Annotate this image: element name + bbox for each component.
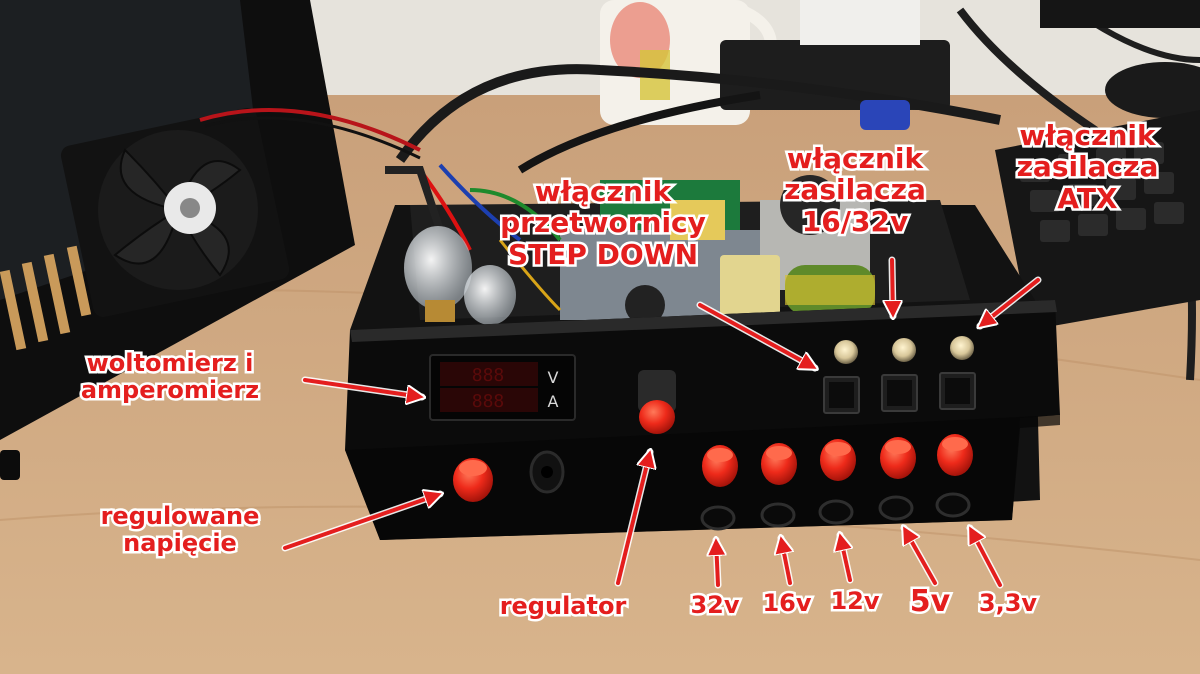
- label-step-down-line3: STEP DOWN: [505, 236, 700, 273]
- mug: [600, 0, 778, 125]
- terminal-12v[interactable]: [818, 439, 856, 525]
- label-16v: 16v: [752, 587, 822, 619]
- arrow-16-32v: [892, 258, 893, 316]
- switch-step-down[interactable]: [823, 376, 860, 414]
- label-16-32v-line3: 16/32v: [799, 203, 910, 240]
- label-32v-text: 32v: [688, 589, 742, 621]
- label-12v-text: 12v: [828, 585, 882, 617]
- label-atx-line3: ATX: [1055, 180, 1120, 217]
- label-step-down-line2: przetwornicy: [498, 204, 709, 241]
- label-12v: 12v: [820, 585, 890, 617]
- cooling-fan: [60, 107, 290, 318]
- arrow-atx: [980, 278, 1040, 326]
- regulator-knob[interactable]: [638, 370, 676, 434]
- label-meter-line1: woltomierz i: [84, 347, 256, 379]
- terminal-32v[interactable]: [700, 445, 738, 531]
- arrow-12v: [840, 535, 850, 582]
- svg-text:888: 888: [472, 391, 505, 412]
- svg-text:888: 888: [472, 365, 505, 386]
- router: [720, 40, 950, 110]
- label-regulator: regulator: [478, 590, 648, 622]
- indicator-leds: [834, 336, 974, 364]
- label-step-down-switch: włącznik przetwornicy STEP DOWN: [468, 173, 738, 273]
- keyboard: [995, 110, 1200, 330]
- label-16-32v-switch: włącznik zasilacza 16/32v: [765, 140, 945, 240]
- label-3-3v-text: 3,3v: [976, 587, 1039, 619]
- label-16-32v-line2: zasilacza: [782, 171, 929, 208]
- label-16-32v-line1: włącznik: [784, 140, 925, 177]
- label-5v-text: 5v: [907, 582, 952, 620]
- label-regulator-text: regulator: [497, 590, 629, 622]
- adjustable-output-terminals[interactable]: [453, 450, 565, 502]
- arrow-step-down: [698, 303, 815, 368]
- label-meter-line2: amperomierz: [78, 374, 261, 406]
- arrow-adjustable: [283, 494, 440, 550]
- label-atx-switch: włącznik zasilacza ATX: [990, 117, 1185, 217]
- arrow-3-3v: [970, 528, 1002, 587]
- terminal-5v[interactable]: [878, 437, 916, 521]
- label-volt-amp-meter: woltomierz i amperomierz: [45, 347, 295, 406]
- label-adjustable-line1: regulowane: [98, 500, 262, 532]
- monitor: [1040, 0, 1200, 28]
- arrow-regulator: [616, 452, 650, 585]
- label-5v: 5v: [900, 582, 960, 620]
- label-32v: 32v: [680, 589, 750, 621]
- arrow-meter: [303, 378, 422, 397]
- label-16v-text: 16v: [760, 587, 814, 619]
- volt-amp-meter: 888 888 V A: [429, 354, 576, 421]
- arrow-5v: [904, 528, 937, 585]
- label-adjustable-voltage: regulowane napięcie: [70, 500, 290, 559]
- arrow-32v: [716, 540, 718, 587]
- label-adjustable-line2: napięcie: [121, 527, 240, 559]
- label-atx-line2: zasilacza: [1014, 148, 1161, 185]
- terminal-16v[interactable]: [760, 443, 797, 528]
- switch-atx[interactable]: [939, 372, 976, 410]
- amp-unit: A: [548, 392, 559, 411]
- label-3-3v: 3,3v: [968, 587, 1048, 619]
- label-atx-line1: włącznik: [1017, 117, 1158, 154]
- terminal-3-3v[interactable]: [935, 434, 973, 518]
- switch-16-32v[interactable]: [881, 374, 918, 412]
- arrow-16v: [781, 538, 790, 585]
- volt-unit: V: [548, 368, 559, 387]
- label-step-down-line1: włącznik: [532, 173, 673, 210]
